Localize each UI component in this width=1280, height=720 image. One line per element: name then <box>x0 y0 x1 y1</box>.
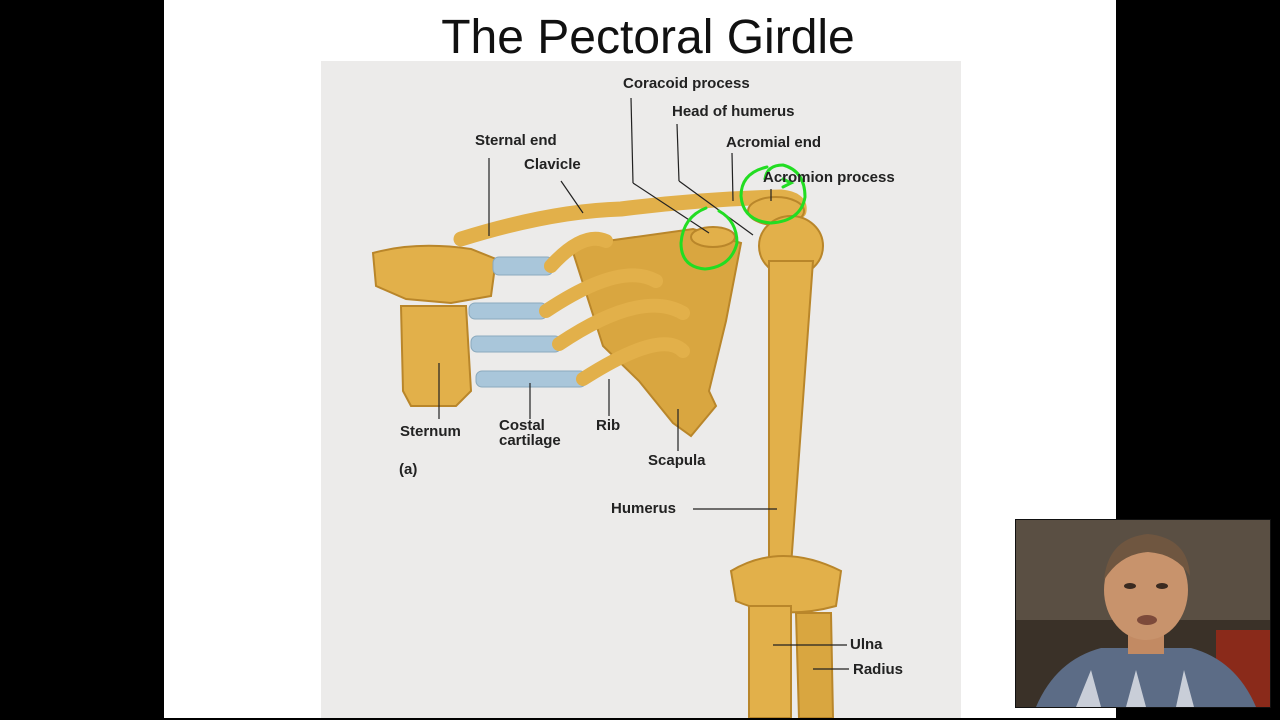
label-rib: Rib <box>596 417 621 434</box>
label-acromial-end: Acromial end <box>726 134 822 151</box>
label-scapula: Scapula <box>648 452 706 469</box>
ink-circle-acromion <box>739 163 807 225</box>
costal-cartilage-4 <box>475 370 587 388</box>
humerus-shaft <box>768 260 815 567</box>
sternum-body <box>399 305 473 407</box>
ulna-bone <box>748 605 792 718</box>
label-clavicle: Clavicle <box>524 156 581 173</box>
pectoral-girdle-illustration <box>371 97 849 718</box>
figure-panel-label: (a) <box>399 461 418 478</box>
leader-coracoid-2 <box>632 182 710 234</box>
radius-bone <box>794 612 835 718</box>
leader-head-humerus <box>676 123 680 182</box>
coracoid-bone <box>690 226 736 248</box>
costal-cartilage-2 <box>468 302 548 320</box>
slide-title: The Pectoral Girdle <box>441 11 855 64</box>
ink-circle-coracoid <box>679 206 739 271</box>
leader-clavicle <box>560 180 584 214</box>
label-sternum: Sternum <box>400 423 461 440</box>
scapula-bone <box>569 227 743 438</box>
leader-head-humerus-2 <box>678 180 754 236</box>
label-ulna: Ulna <box>850 636 883 653</box>
rib-2 <box>539 268 663 318</box>
ink-arrow-acromion <box>781 177 795 189</box>
humerus-distal <box>729 555 843 614</box>
presenter-video-image <box>1016 520 1270 707</box>
rib-3 <box>552 298 690 351</box>
sternum-manubrium <box>371 244 498 305</box>
label-acromion-process: Acromion process <box>763 169 895 186</box>
presentation-slide: The Pectoral Girdle <box>164 0 1116 718</box>
clavicle-bone <box>453 189 807 247</box>
label-humerus: Humerus <box>611 500 677 517</box>
label-costal-cartilage-line2: cartilage <box>499 432 561 449</box>
presenter-webcam-overlay <box>1015 519 1271 708</box>
label-coracoid-process: Coracoid process <box>623 75 750 92</box>
costal-cartilage-3 <box>470 335 562 353</box>
leader-acromial-end <box>731 152 734 202</box>
leader-coracoid <box>630 97 634 184</box>
label-radius: Radius <box>853 661 904 678</box>
rib-4 <box>576 337 690 386</box>
label-head-of-humerus: Head of humerus <box>672 103 795 120</box>
anatomy-figure: Coracoid process Head of humerus Acromia… <box>321 61 961 718</box>
label-costal-cartilage-line1: Costal <box>499 417 545 434</box>
rib-1 <box>544 231 613 273</box>
label-sternal-end: Sternal end <box>475 132 557 149</box>
